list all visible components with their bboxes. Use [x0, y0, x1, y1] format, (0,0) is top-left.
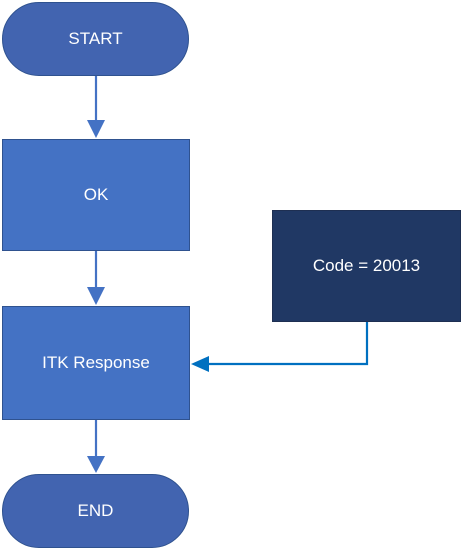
end-label: END — [77, 501, 114, 520]
ok-label: OK — [83, 185, 109, 204]
start-terminal: START — [2, 2, 189, 76]
arrow-start-to-ok — [87, 76, 105, 138]
itk-response-label: ITK Response — [42, 353, 150, 372]
itk-response-process-box: ITK Response — [2, 306, 190, 420]
code-process-box: Code = 20013 — [272, 210, 461, 322]
code-label: Code = 20013 — [312, 256, 421, 275]
arrow-code-to-itk-response — [191, 322, 369, 372]
ok-process-box: OK — [2, 139, 190, 251]
start-label: START — [68, 29, 123, 48]
end-terminal: END — [2, 474, 189, 548]
arrow-ok-to-itk-response — [87, 251, 105, 305]
arrow-itk-response-to-end — [87, 420, 105, 473]
